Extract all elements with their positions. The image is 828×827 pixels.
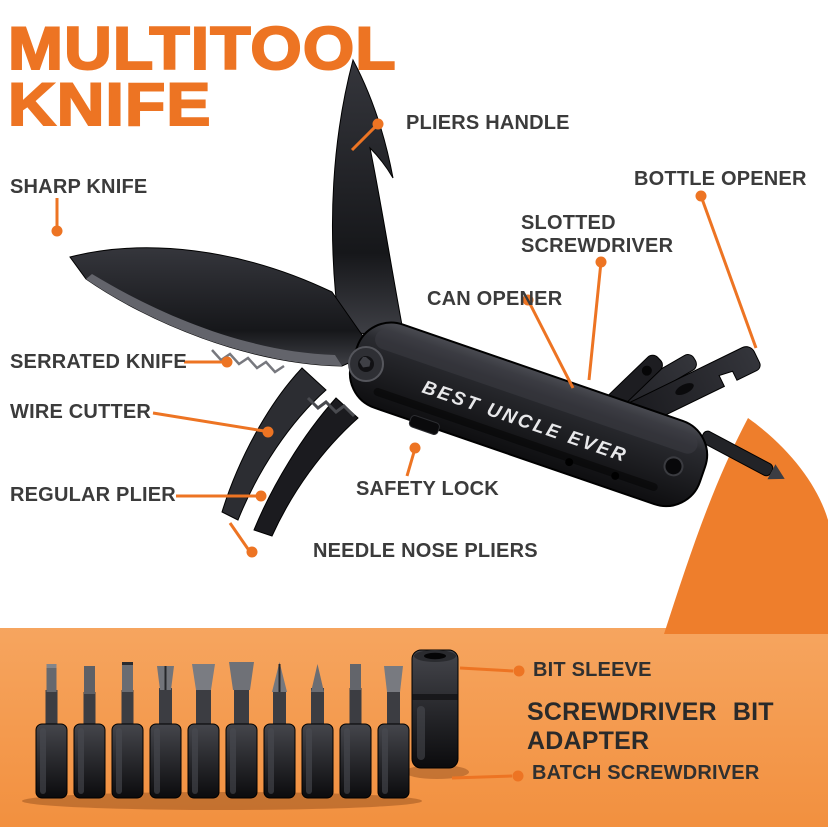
plier-jaw-outer (221, 367, 327, 521)
handle-bottom-groove (373, 387, 658, 492)
screwdriver-bit (377, 666, 410, 799)
page-title: MULTITOOL KNIFE (7, 18, 397, 135)
callout-wire-cutter: WIRE CUTTER (10, 401, 152, 423)
callout-needle-nose-pliers: NEEDLE NOSE PLIERS (313, 540, 538, 562)
callout-bottle-opener: BOTTLE OPENER (634, 168, 807, 190)
callout-sharp-knife: SHARP KNIFE (10, 176, 148, 198)
callout-can-opener: CAN OPENER (427, 288, 563, 310)
callout-pliers-handle: PLIERS HANDLE (406, 112, 570, 134)
pliers-handle-spike (331, 58, 405, 337)
safety-lock-slider (408, 415, 440, 435)
screwdriver-bit (225, 662, 258, 799)
lanyard-hole (663, 456, 684, 477)
title-line-1: MULTITOOL (7, 15, 397, 83)
phillips-bit-tool (700, 430, 785, 480)
screwdriver-bit (339, 664, 372, 799)
pivot-screw-torx (359, 357, 371, 368)
orange-swoosh (664, 418, 828, 634)
callout-bit-sleeve: BIT SLEEVE (533, 659, 652, 681)
callout-regular-plier: REGULAR PLIER (10, 484, 176, 506)
handle-screw-2 (565, 458, 574, 467)
screwdriver-bit (73, 666, 106, 799)
blade-edge-grind (86, 274, 342, 366)
handle-group: BEST UNCLE EVER (349, 321, 709, 508)
plier-jaw-inner (253, 397, 359, 537)
screwdriver-bit (187, 664, 220, 799)
title-line-2: KNIFE (7, 70, 212, 138)
handle-top-bevel (375, 329, 698, 454)
screwdriver-bit (149, 666, 182, 799)
handle-screw-1 (611, 471, 620, 480)
screwdriver-bit (35, 664, 68, 799)
bit-sleeve-cylinder (411, 649, 459, 769)
screwdriver-bit (263, 662, 296, 799)
callout-safety-lock: SAFETY LOCK (356, 478, 499, 500)
callout-batch-screwdriver: BATCH SCREWDRIVER (532, 762, 760, 784)
adapter-title: SCREWDRIVER BIT ADAPTER (527, 698, 774, 755)
wire-cutter-serration (306, 396, 356, 418)
screwdriver-bit (301, 664, 334, 799)
callout-serrated-knife: SERRATED KNIFE (10, 351, 187, 373)
callout-slotted-screwdriver: SLOTTED SCREWDRIVER (521, 212, 674, 257)
screwdriver-bit (111, 662, 144, 799)
